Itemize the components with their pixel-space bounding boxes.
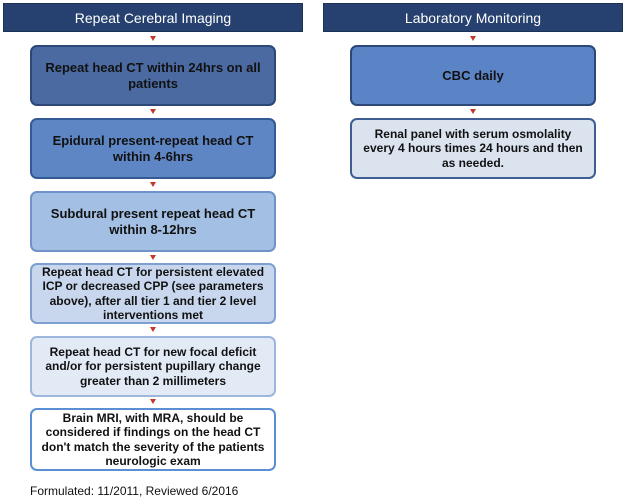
imaging-step-epidural: Epidural present-repeat head CT within 4… (30, 118, 276, 179)
arrow-down-icon (150, 399, 156, 404)
arrow-down-icon (150, 255, 156, 260)
imaging-column-header: Repeat Cerebral Imaging (3, 3, 303, 32)
lab-column-header: Laboratory Monitoring (323, 3, 623, 32)
revision-footer: Formulated: 11/2011, Reviewed 6/2016 (30, 484, 239, 498)
imaging-step-text: Subdural present repeat head CT within 8… (50, 205, 256, 237)
arrow-down-icon (150, 109, 156, 114)
imaging-step-text: Brain MRI, with MRA, should be considere… (41, 410, 265, 468)
imaging-step-subdural: Subdural present repeat head CT within 8… (30, 191, 276, 252)
imaging-step-mri: Brain MRI, with MRA, should be considere… (30, 408, 276, 471)
imaging-step-24hr: Repeat head CT within 24hrs on all patie… (30, 45, 276, 106)
imaging-step-text: Epidural present-repeat head CT within 4… (52, 132, 254, 164)
arrow-down-icon (150, 182, 156, 187)
arrow-down-icon (150, 327, 156, 332)
imaging-step-text: Repeat head CT for persistent elevated I… (41, 264, 265, 322)
imaging-step-focal-deficit: Repeat head CT for new focal deficit and… (30, 336, 276, 397)
lab-step-text: Renal panel with serum osmolality every … (363, 126, 583, 170)
arrow-down-icon (470, 109, 476, 114)
lab-step-renal-panel: Renal panel with serum osmolality every … (350, 118, 596, 179)
imaging-step-text: Repeat head CT for new focal deficit and… (45, 344, 261, 388)
lab-step-cbc: CBC daily (350, 45, 596, 106)
lab-step-text: CBC daily (442, 67, 504, 83)
imaging-step-icp: Repeat head CT for persistent elevated I… (30, 263, 276, 324)
imaging-step-text: Repeat head CT within 24hrs on all patie… (45, 59, 261, 91)
arrow-down-icon (470, 36, 476, 41)
arrow-down-icon (150, 36, 156, 41)
